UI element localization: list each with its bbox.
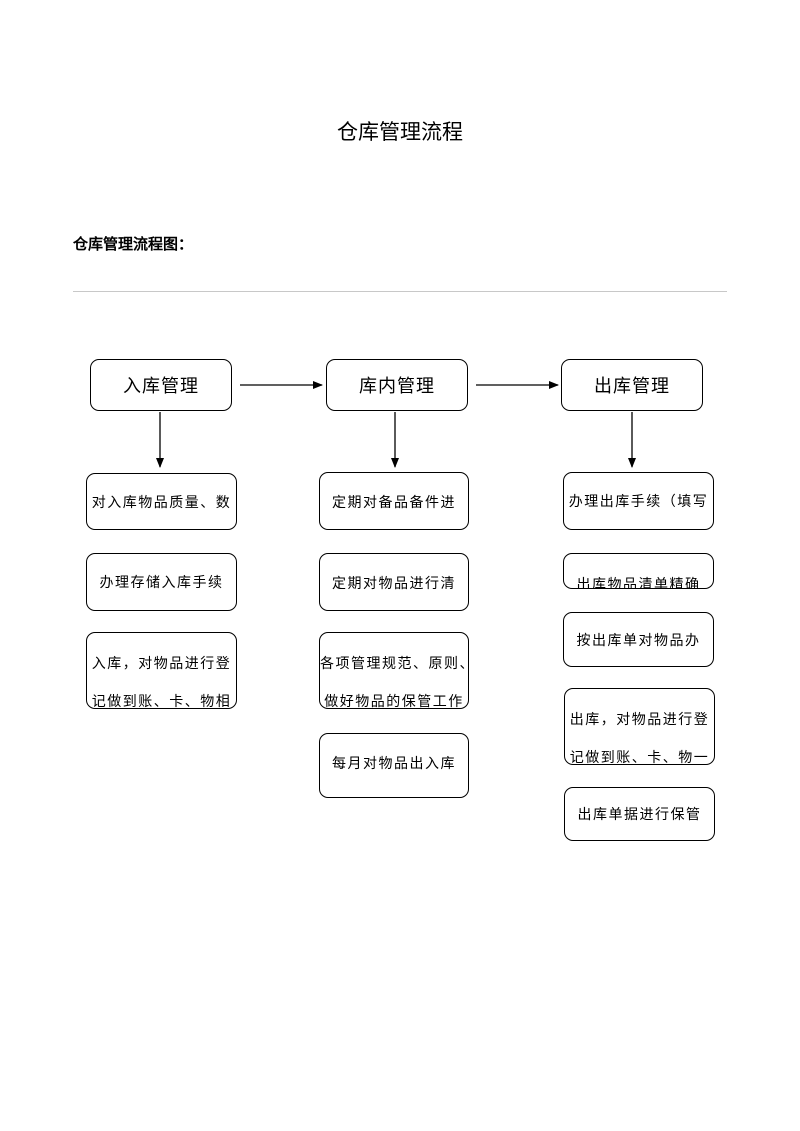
inbound-step-3-text-line2: 记做到账、卡、物相 (91, 694, 232, 709)
outbound-step-1-text: 办理出库手续（填写 (568, 494, 709, 510)
outbound-step-4-text-line2: 记做到账、卡、物一 (569, 750, 710, 765)
inbound-management-label: 入库管理 (123, 376, 199, 397)
internal-step-3-text-line2: 做好物品的保管工作 (324, 694, 464, 709)
inbound-step-3-text-line1: 入库，对物品进行登 (91, 656, 232, 672)
internal-step-3: 各项管理规范、原则、 做好物品的保管工作 (319, 632, 469, 709)
internal-management-box: 库内管理 (326, 359, 468, 411)
outbound-step-2-text: 出库物品清单精确 (576, 577, 701, 589)
inbound-step-2-text: 办理存储入库手续 (99, 575, 224, 591)
internal-management-label: 库内管理 (359, 376, 435, 397)
outbound-step-3-text: 按出库单对物品办 (576, 633, 701, 649)
internal-step-4-text: 每月对物品出入库 (332, 756, 456, 772)
outbound-step-4: 出库，对物品进行登 记做到账、卡、物一 (564, 688, 715, 765)
internal-step-3-text-line1: 各项管理规范、原则、 (320, 656, 469, 672)
outbound-step-5-text: 出库单据进行保管 (577, 807, 702, 823)
internal-step-2-text: 定期对物品进行清 (332, 576, 456, 592)
internal-step-2: 定期对物品进行清 (319, 553, 469, 611)
document-title: 仓库管理流程 (337, 120, 463, 145)
outbound-step-4-text-line1: 出库，对物品进行登 (569, 712, 710, 728)
outbound-step-1: 办理出库手续（填写 (563, 472, 714, 530)
outbound-management-box: 出库管理 (561, 359, 703, 411)
internal-step-1: 定期对备品备件进 (319, 472, 469, 530)
inbound-step-1-text: 对入库物品质量、数 (91, 495, 232, 511)
outbound-step-3: 按出库单对物品办 (563, 612, 714, 667)
inbound-step-1: 对入库物品质量、数 (86, 473, 237, 530)
section-heading: 仓库管理流程图： (73, 235, 194, 253)
internal-step-4: 每月对物品出入库 (319, 733, 469, 798)
inbound-step-2: 办理存储入库手续 (86, 553, 237, 611)
outbound-management-label: 出库管理 (594, 376, 670, 397)
inbound-management-box: 入库管理 (90, 359, 232, 411)
inbound-step-3: 入库，对物品进行登 记做到账、卡、物相 (86, 632, 237, 709)
divider-line (73, 291, 727, 292)
internal-step-1-text: 定期对备品备件进 (332, 495, 456, 511)
outbound-step-2: 出库物品清单精确 (563, 553, 714, 589)
outbound-step-5: 出库单据进行保管 (564, 787, 715, 841)
